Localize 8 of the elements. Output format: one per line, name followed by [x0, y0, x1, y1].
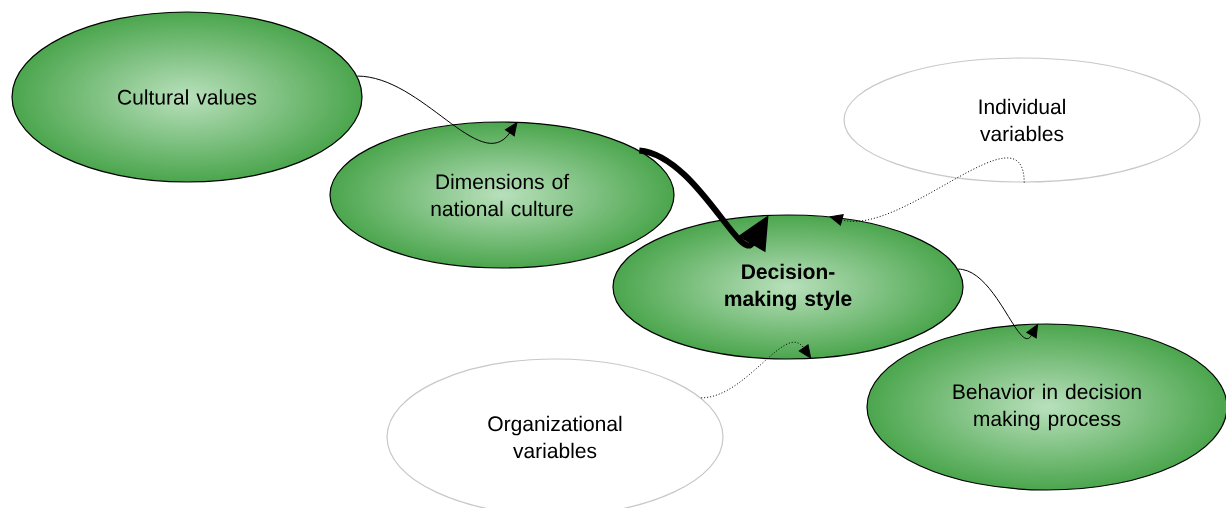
arrow: [957, 268, 1039, 339]
arrow: [700, 341, 812, 399]
ellipse-node: Individual variables: [843, 57, 1201, 183]
ellipse-node: Cultural values: [11, 11, 363, 183]
ellipse-node: Dimensions of national culture: [329, 121, 675, 269]
arrow: [829, 157, 1025, 226]
arrow: [356, 75, 518, 144]
ellipse-node: Decision-making style: [612, 214, 964, 360]
